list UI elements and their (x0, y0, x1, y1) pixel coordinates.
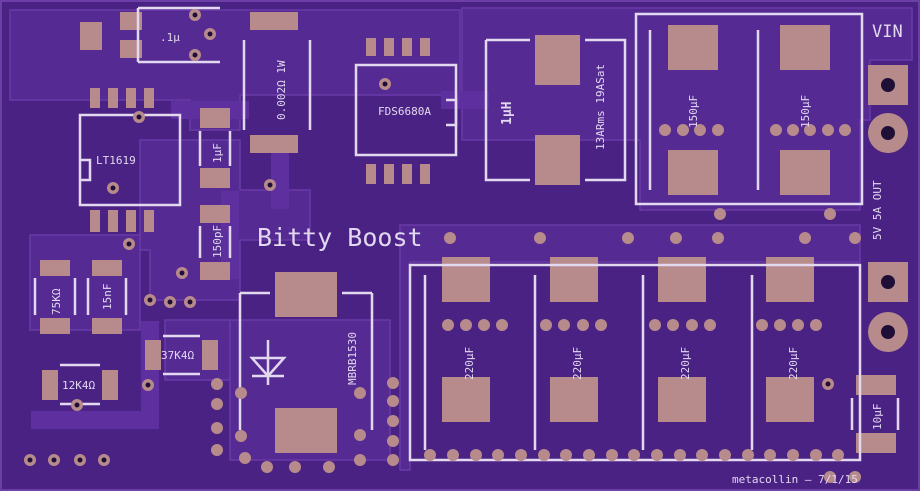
inductor-value-label: 1µH (500, 102, 515, 125)
cap-220uF-1-label: 220µF (463, 347, 476, 380)
cap-150uF-b-label: 150µF (799, 95, 812, 128)
via-holes (27, 12, 831, 463)
mosfet-label: FDS6680A (378, 105, 431, 118)
cap-220uF-2-label: 220µF (571, 347, 584, 380)
cap-150pF-label: 150pF (211, 225, 224, 258)
cap-220uF-3-label: 220µF (679, 347, 692, 380)
vin-label: VIN (872, 22, 903, 42)
shunt-label: 0.002Ω 1W (275, 60, 288, 120)
vias (24, 9, 861, 483)
cap-150uF-a-label: 150µF (687, 95, 700, 128)
board-title: Bitty Boost (257, 223, 423, 252)
cap-corner-label: .1µ (160, 31, 180, 44)
c-15nF-label: 15nF (101, 284, 114, 311)
r-75k-label: 75KΩ (50, 288, 63, 315)
diode-label: MBRB1530 (346, 332, 359, 385)
cap-10uF-label: 10µF (871, 404, 884, 431)
cap-1uF-label: 1µF (211, 143, 224, 163)
credit-label: metacollin — 7/1/15 (732, 473, 858, 486)
inductor-rating-label: 13ARms 19ASat (594, 64, 607, 150)
connector-pads (868, 65, 908, 352)
controller-label: LT1619 (96, 154, 136, 167)
cap-220uF-4-label: 220µF (787, 347, 800, 380)
out-label: 5V 5A OUT (871, 180, 884, 240)
r-37k4-label: 37K4Ω (161, 349, 194, 362)
r-12k4-label: 12K4Ω (62, 379, 95, 392)
